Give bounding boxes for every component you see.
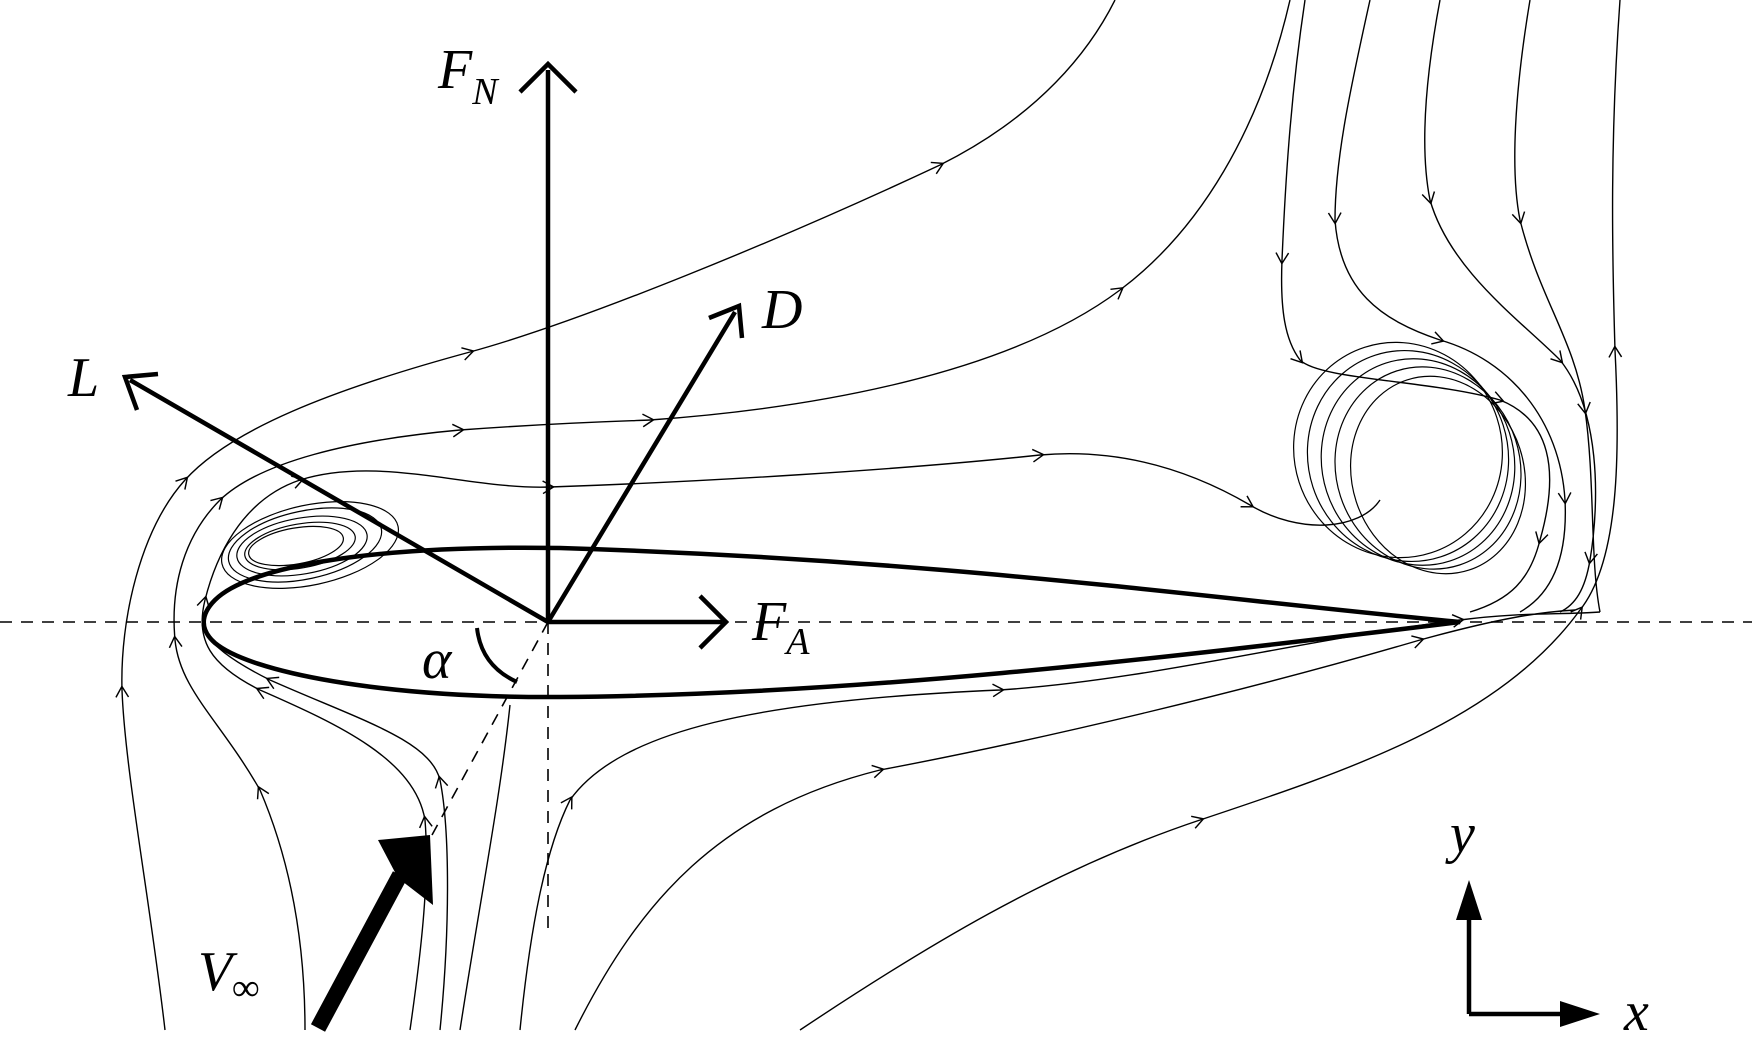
drag-arrow [546,302,745,624]
label-axial-force: FA [751,591,810,663]
axial-force-arrow [548,594,730,650]
streamline [519,611,1601,1031]
streamline [168,0,1291,1031]
streamline [1327,0,1572,613]
streamline [574,609,1576,1031]
leading-edge-vortex [220,501,400,589]
streamline [1511,0,1601,613]
label-drag: D [761,279,802,341]
label-lift: L [67,347,99,409]
label-normal-force: FN [437,39,500,113]
streamlines [115,0,1623,1031]
lift-arrow [121,371,550,624]
label-angle-of-attack: α [422,629,453,691]
label-axis-x: x [1623,981,1649,1043]
streamline [196,448,1381,1031]
airfoil [201,545,1461,700]
label-freestream: V∞ [198,941,259,1009]
streamline [799,0,1623,1031]
streamline [203,619,449,1031]
trailing-edge-vortex [1293,341,1527,575]
normal-force-arrow [518,60,578,622]
streamline [459,704,511,1031]
streamline [1275,0,1551,613]
freestream-arrow [310,835,433,1032]
angle-arc [475,627,518,684]
coordinate-axes [1456,880,1600,1027]
label-axis-y: y [1445,803,1475,865]
